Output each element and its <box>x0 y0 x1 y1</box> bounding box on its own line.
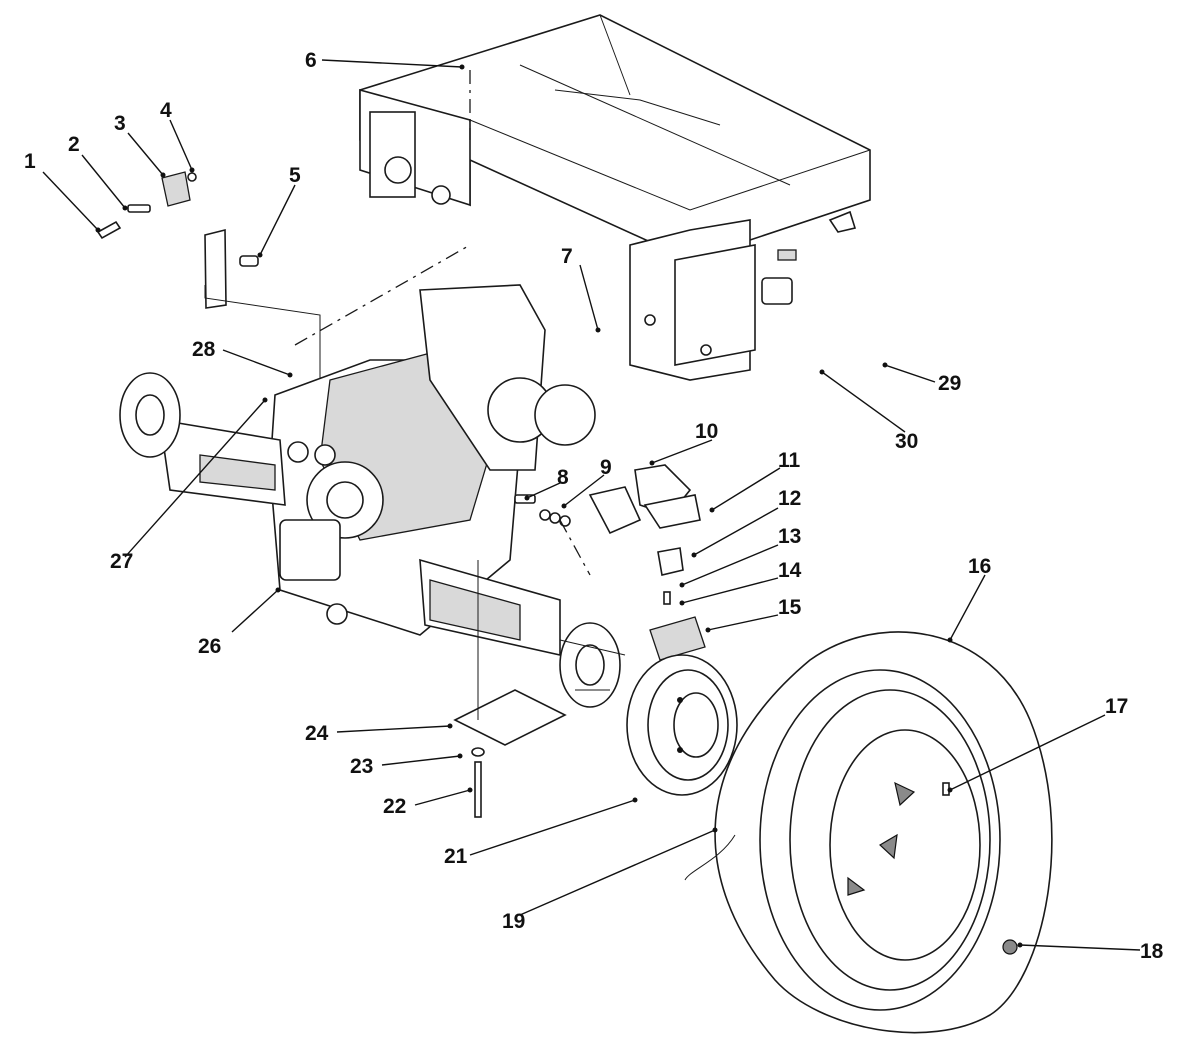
callout-11: 11 <box>778 449 801 472</box>
callout-6: 6 <box>305 49 317 72</box>
wheel-and-tire <box>684 631 1053 1034</box>
callout-29: 29 <box>938 372 961 395</box>
assembly-connector-lines <box>294 70 591 576</box>
callout-7: 7 <box>561 245 573 268</box>
callout-3: 3 <box>114 112 126 135</box>
callout-18: 18 <box>1140 940 1164 963</box>
callout-4: 4 <box>160 99 172 122</box>
callout-5: 5 <box>289 164 301 187</box>
callout-26: 26 <box>198 635 221 658</box>
callout-17: 17 <box>1105 695 1128 718</box>
callout-14: 14 <box>778 559 802 582</box>
callout-13: 13 <box>778 525 801 548</box>
leader-endpoint-dots <box>95 64 1023 948</box>
callout-24: 24 <box>305 722 329 745</box>
callout-23: 23 <box>350 755 373 778</box>
callout-19: 19 <box>502 910 525 933</box>
callout-9: 9 <box>600 456 612 479</box>
callout-1: 1 <box>24 150 36 173</box>
frame-assembly <box>359 14 871 381</box>
callout-22: 22 <box>383 795 406 818</box>
brake-parts <box>514 464 706 661</box>
callout-27: 27 <box>110 550 133 573</box>
switch-bracket-parts <box>96 171 321 380</box>
leader-lines <box>42 59 1141 951</box>
callout-8: 8 <box>557 466 569 489</box>
callout-16: 16 <box>968 555 991 578</box>
callout-28: 28 <box>192 338 216 361</box>
callout-labels: 1 2 3 4 5 6 7 8 9 10 11 12 13 14 15 16 1… <box>24 49 1164 963</box>
mount-plate-and-bolt <box>453 560 567 818</box>
callout-30: 30 <box>895 430 918 453</box>
callout-10: 10 <box>695 420 718 443</box>
callout-21: 21 <box>444 845 468 868</box>
callout-2: 2 <box>68 133 80 156</box>
brake-rotor <box>626 654 738 796</box>
callout-15: 15 <box>778 596 802 619</box>
callout-12: 12 <box>778 487 801 510</box>
